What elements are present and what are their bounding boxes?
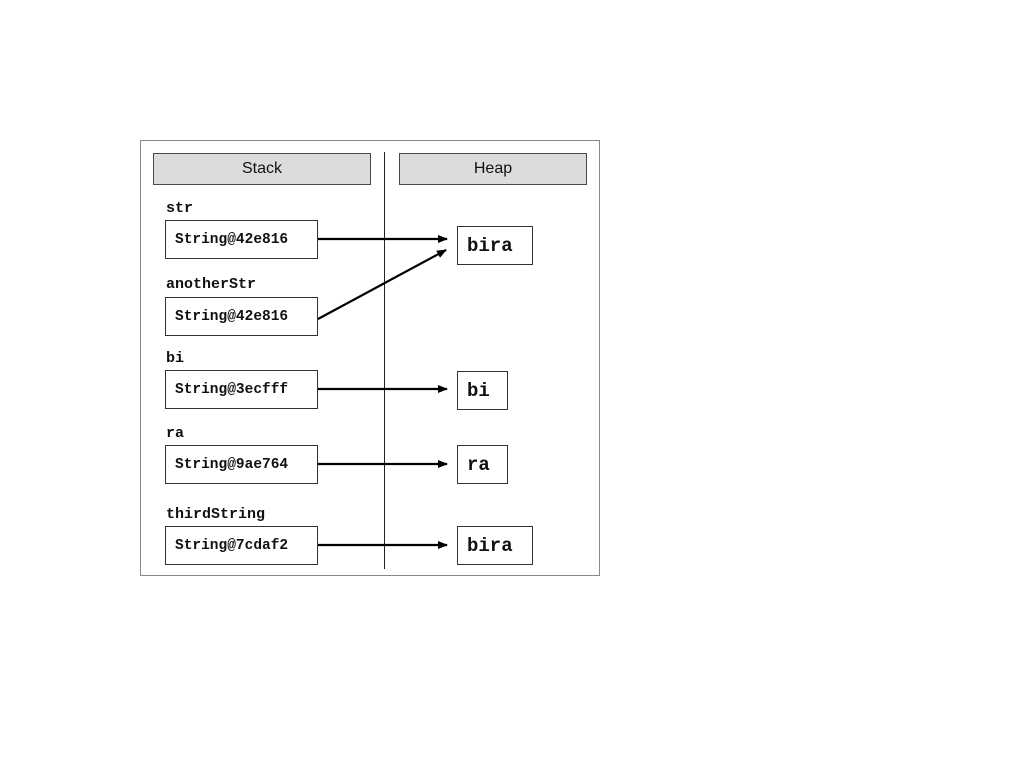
stack-header: Stack [153,153,371,185]
ref-box-anotherstr: String@42e816 [165,297,318,336]
ref-box-thirdstring: String@7cdaf2 [165,526,318,565]
stack-heap-divider [384,152,385,569]
memory-diagram-frame [140,140,600,576]
var-label-bi: bi [166,350,185,367]
var-label-str: str [166,200,194,217]
arrow-anotherstr [317,249,447,320]
ref-box-bi: String@3ecfff [165,370,318,409]
heap-object-ra: ra [457,445,508,484]
heap-header: Heap [399,153,587,185]
heap-object-bi: bi [457,371,508,410]
var-label-ra: ra [166,425,185,442]
var-label-anotherstr: anotherStr [166,276,257,293]
heap-object-bira-1: bira [457,226,533,265]
ref-box-ra: String@9ae764 [165,445,318,484]
heap-object-bira-2: bira [457,526,533,565]
var-label-thirdstring: thirdString [166,506,266,523]
ref-box-str: String@42e816 [165,220,318,259]
